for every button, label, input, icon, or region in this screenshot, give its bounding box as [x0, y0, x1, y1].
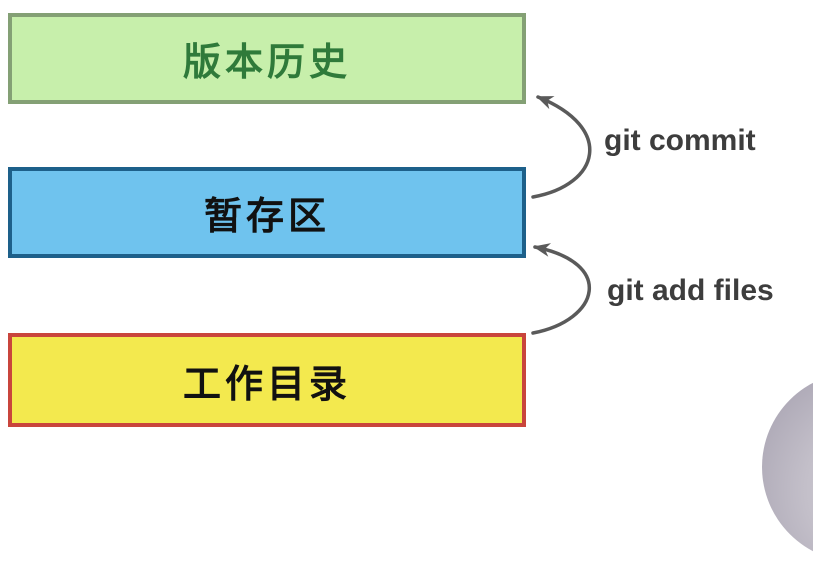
git-add-arrow	[531, 243, 592, 335]
version-history-label: 版本历史	[182, 42, 351, 84]
version-history-box: 版本历史	[8, 13, 526, 104]
git-workflow-diagram: 版本历史 暂存区 工作目录 git commit git add files	[8, 13, 813, 562]
git-add-files-label: git add files	[607, 274, 774, 307]
git-commit-arrow	[531, 95, 592, 199]
working-directory-label: 工作目录	[182, 363, 351, 406]
staging-area-label: 暂存区	[203, 196, 330, 238]
git-commit-label: git commit	[604, 124, 756, 157]
working-directory-box: 工作目录	[8, 333, 526, 427]
staging-area-box: 暂存区	[8, 167, 526, 258]
corner-circle-decoration	[762, 372, 813, 562]
